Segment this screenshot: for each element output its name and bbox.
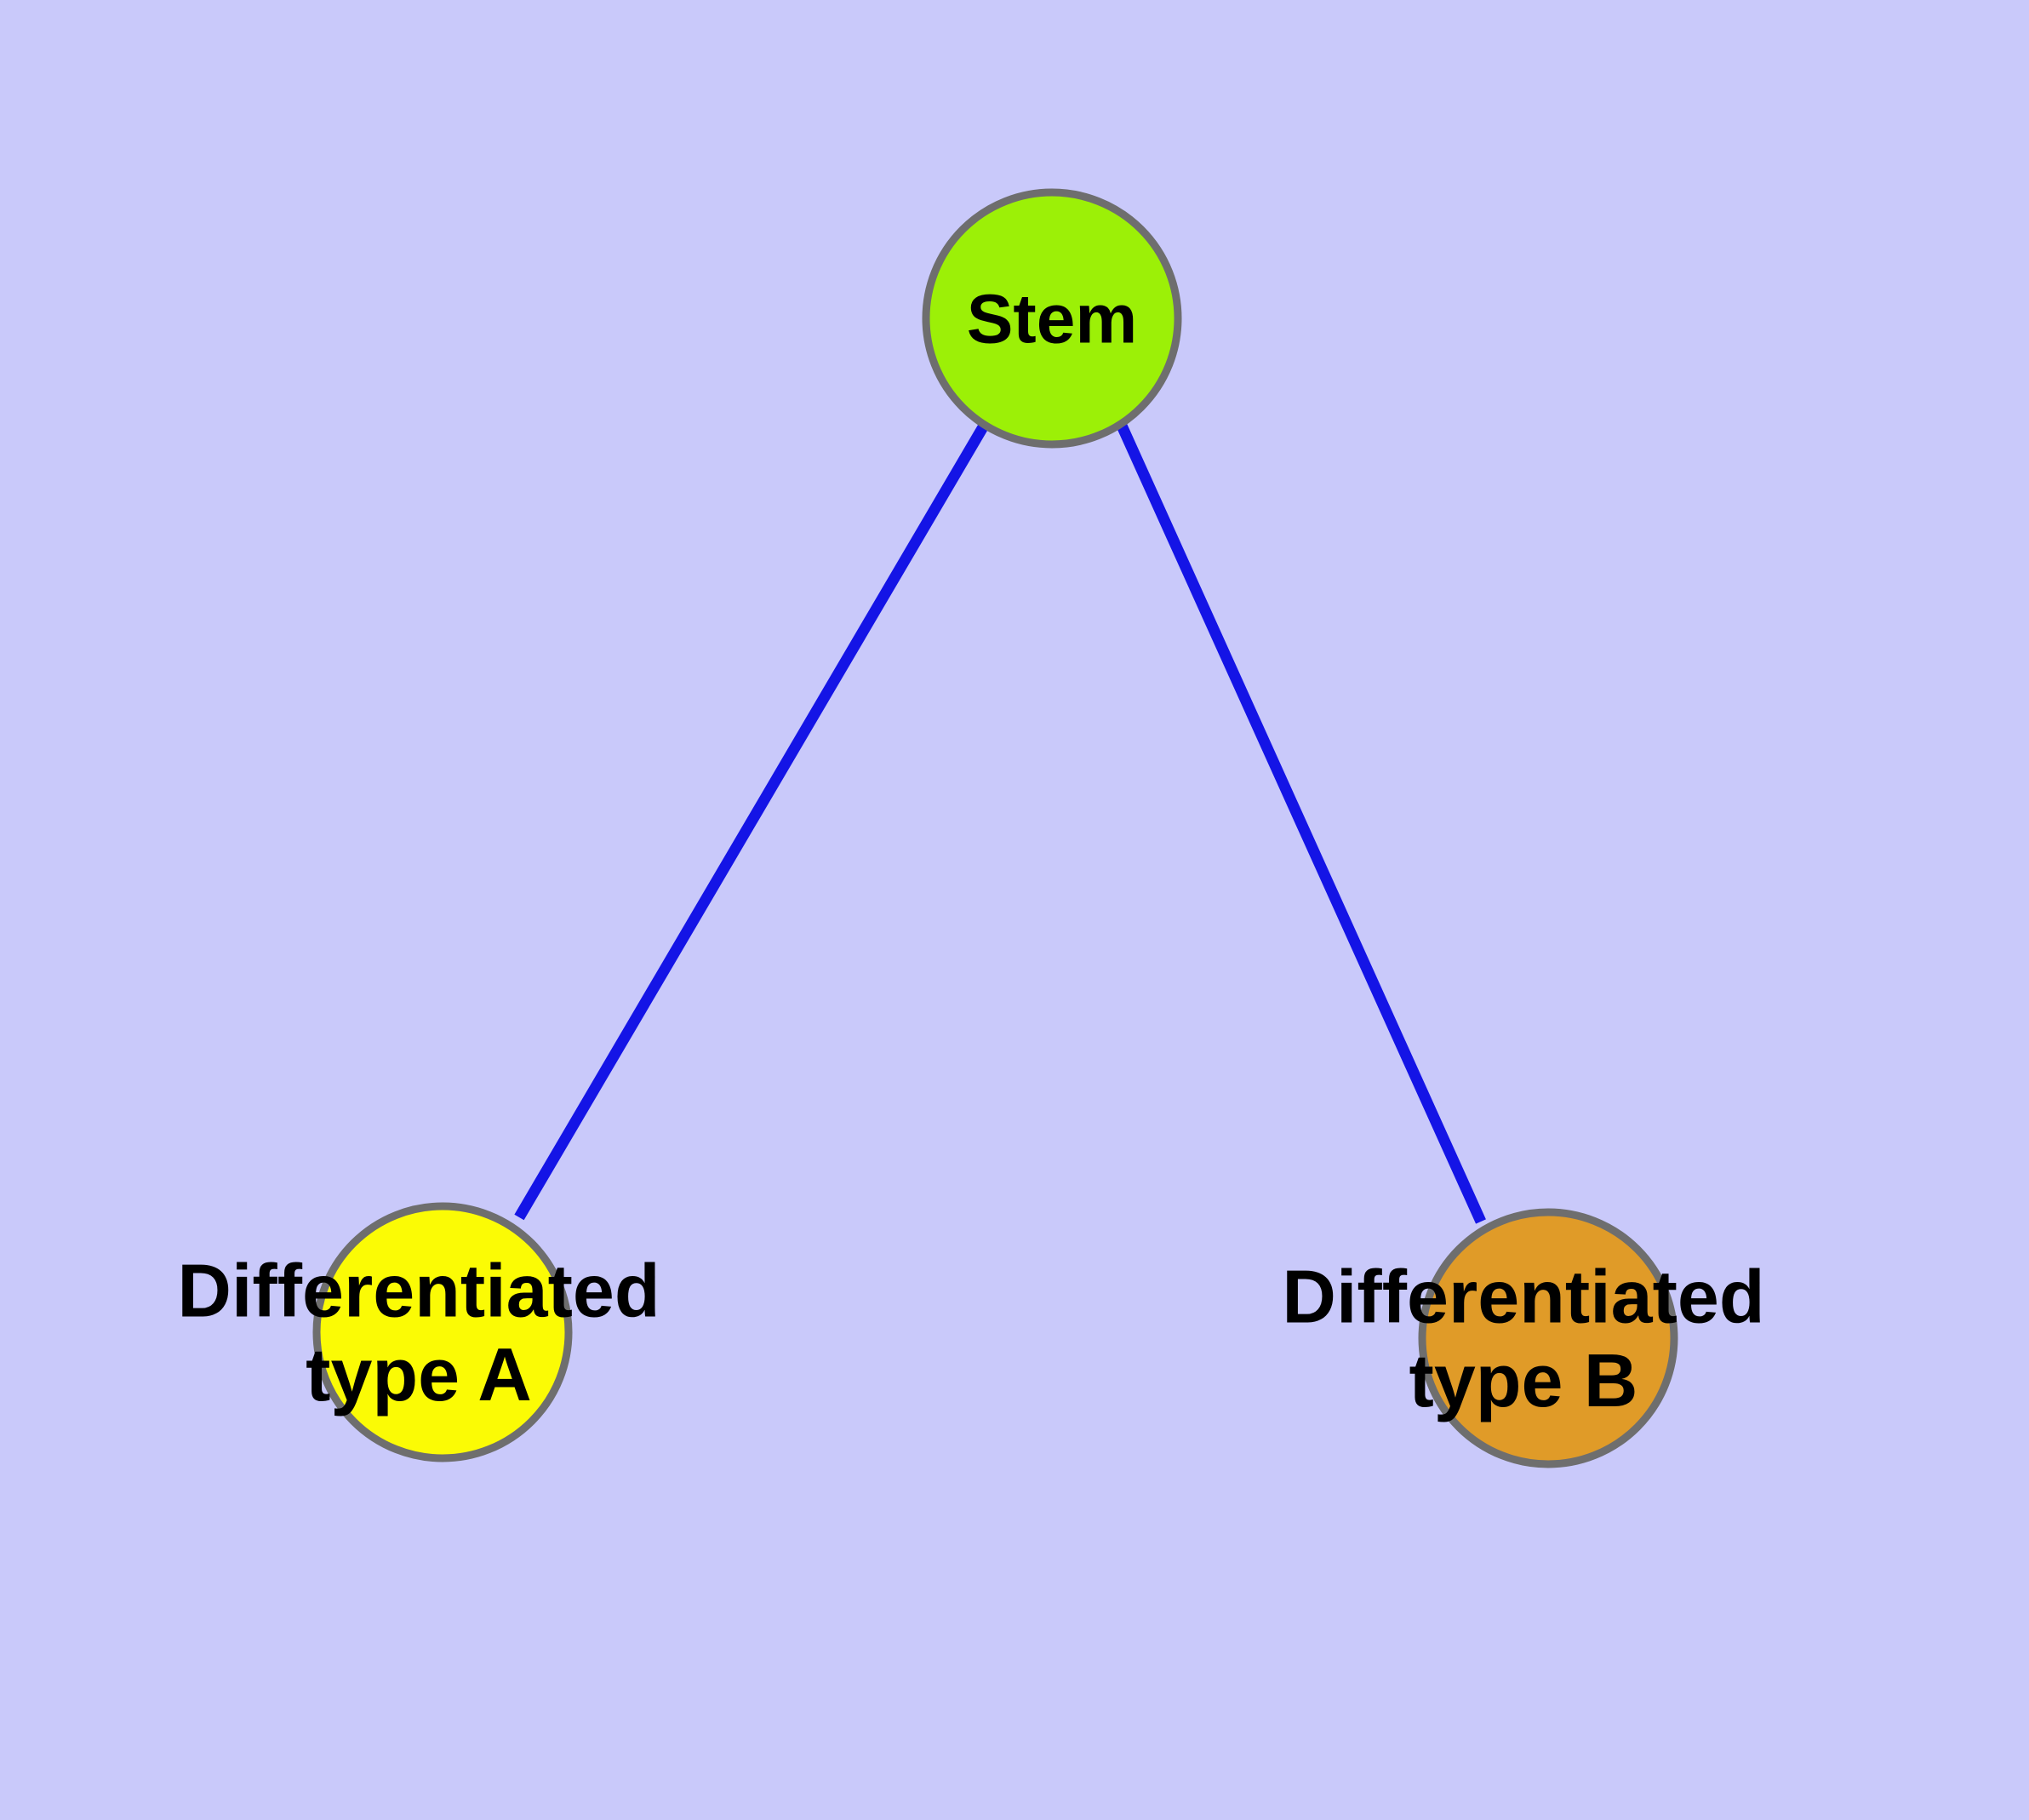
- node-group: [312, 188, 1678, 1468]
- node-stem[interactable]: [922, 188, 1182, 449]
- node-differentiated-type-b[interactable]: [1418, 1208, 1678, 1468]
- edge-group: [514, 422, 1486, 1224]
- node-label-stem: Stem: [967, 281, 1138, 358]
- edge-stem-to-differentiated-type-a[interactable]: [514, 422, 989, 1221]
- node-differentiated-type-a[interactable]: [312, 1202, 573, 1462]
- edge-stem-to-differentiated-type-b[interactable]: [1117, 423, 1486, 1224]
